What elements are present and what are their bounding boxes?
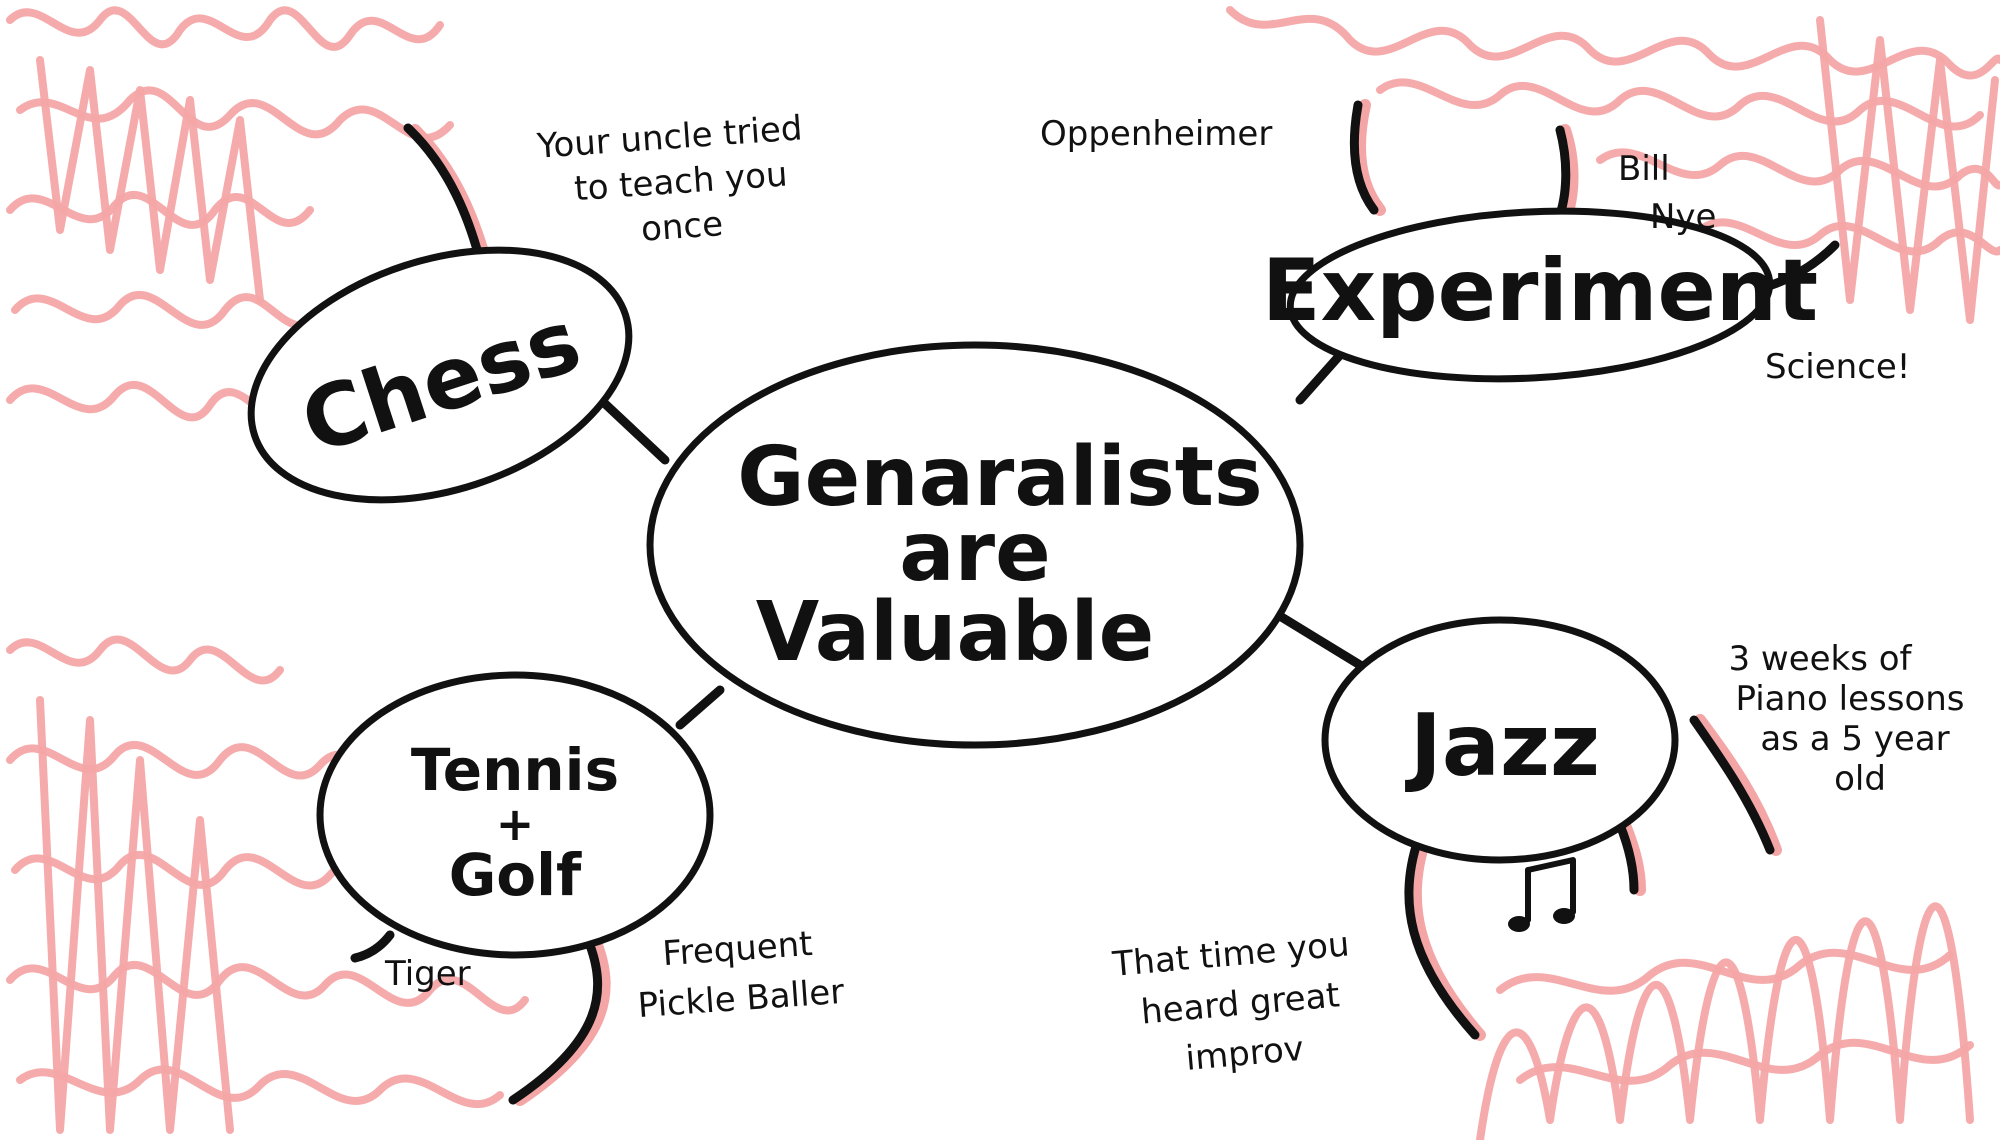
pickleball-line-1: Frequent (661, 924, 814, 974)
center-line-3: Valuable (756, 585, 1155, 680)
connector-jazz-piano (1689, 715, 1775, 855)
pickleball-note: Frequent Pickle Baller (636, 924, 845, 1026)
connector-tennis (675, 685, 725, 730)
jazz-piano-note: 3 weeks of Piano lessons as a 5 year old (1728, 639, 1964, 799)
jazz-improv-line-1: That time you (1110, 924, 1351, 985)
center-bubble (646, 341, 1304, 749)
connector-bill-nye (1553, 125, 1571, 225)
chess-note-line-2: to teach you (573, 154, 789, 209)
center-line-2: are (899, 505, 1050, 600)
chess-note-line-3: once (640, 204, 725, 250)
oppenheimer-note: Oppenheimer (1040, 114, 1272, 154)
center-line-1: Genaralists (737, 430, 1262, 525)
connector-pickleball (508, 935, 603, 1105)
chess-bubble (247, 246, 633, 504)
jazz-piano-line-1: 3 weeks of (1728, 639, 1912, 679)
jazz-bubble (1321, 616, 1679, 864)
bill-nye-note: Bill Nye (1618, 149, 1716, 237)
jazz-piano-line-3: as a 5 year (1760, 719, 1949, 759)
music-note-icon (1508, 857, 1576, 932)
connector-chess-note (403, 123, 487, 273)
connector-oppenheimer (1349, 100, 1379, 215)
connector-experiment (1295, 350, 1345, 405)
node-tennis-line-2: + (496, 797, 535, 851)
node-tennis-label: Tennis + Golf (411, 736, 619, 909)
science-note: Science! (1765, 347, 1910, 387)
bubbles (247, 207, 1774, 959)
connector-jazz (1265, 605, 1365, 670)
node-tennis-line-1: Tennis (411, 736, 619, 804)
jazz-piano-line-4: old (1834, 759, 1886, 799)
experiment-bubble (1286, 207, 1774, 383)
jazz-improv-line-2: heard great (1139, 975, 1341, 1032)
chess-note: Your uncle tried to teach you once (535, 108, 804, 250)
jazz-improv-line-3: improv (1184, 1029, 1305, 1079)
node-experiment-label: Experiment (1262, 241, 1818, 341)
pickleball-line-2: Pickle Baller (636, 972, 845, 1026)
tiger-note: Tiger (384, 954, 471, 994)
node-tennis-line-3: Golf (449, 841, 582, 909)
center-label: Genaralists are Valuable (737, 430, 1262, 680)
connector-tiger (350, 930, 395, 963)
bill-nye-line-2: Nye (1650, 197, 1716, 237)
connector-jazz-music (1615, 820, 1639, 895)
connector-jazz-improv (1404, 835, 1480, 1040)
tennis-bubble (316, 671, 714, 959)
node-jazz-label: Jazz (1405, 696, 1600, 796)
bill-nye-line-1: Bill (1618, 149, 1670, 189)
jazz-piano-line-2: Piano lessons (1735, 679, 1964, 719)
jazz-improv-note: That time you heard great improv (1110, 924, 1351, 1079)
